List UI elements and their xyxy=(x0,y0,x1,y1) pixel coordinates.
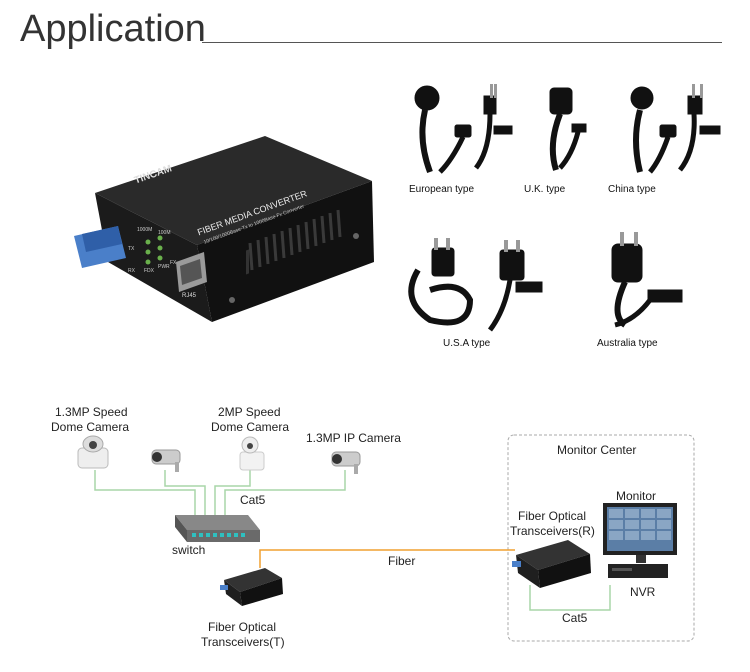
rj45-label: RJ45 xyxy=(182,293,197,299)
bullet-camera-1 xyxy=(151,449,181,472)
cat5-bottom-label: Cat5 xyxy=(562,611,588,625)
nvr-label: NVR xyxy=(630,585,656,599)
plug-label-european: European type xyxy=(409,184,475,195)
plug-label-usa: U.S.A type xyxy=(443,338,491,349)
led-label-fx: FX xyxy=(170,260,177,266)
monitor-device xyxy=(603,503,677,563)
switch-device xyxy=(175,515,260,542)
camera-2-label-line2: Dome Camera xyxy=(211,420,290,434)
camera-1-label-line1: 1.3MP Speed xyxy=(55,405,128,419)
speed-dome-camera-2 xyxy=(239,436,265,471)
cat5-top-label: Cat5 xyxy=(240,493,266,507)
led-label-pwr: PWR xyxy=(158,264,170,270)
title-rule xyxy=(202,42,722,43)
fiber-line xyxy=(259,549,515,568)
monitor-label: Monitor xyxy=(616,489,657,503)
switch-label: switch xyxy=(172,543,206,557)
led-label-rx: RX xyxy=(128,268,135,274)
led-label-tx: TX xyxy=(128,246,135,252)
monitor-center-label: Monitor Center xyxy=(557,443,637,457)
ip-camera xyxy=(331,451,361,474)
fiber-label: Fiber xyxy=(388,554,416,568)
transceiver-t-label-line1: Fiber Optical xyxy=(208,620,277,634)
monitor-center-box xyxy=(507,434,695,642)
transceiver-r-device xyxy=(512,540,591,588)
camera-1-label-line2: Dome Camera xyxy=(51,420,130,434)
plug-label-australia: Australia type xyxy=(597,338,658,349)
led-label-1000m: 1000M xyxy=(137,227,153,233)
plug-label-china: China type xyxy=(608,184,656,195)
led-label-fdx: FDX xyxy=(144,268,154,274)
cat5-lines xyxy=(94,468,611,611)
camera-2-label-line1: 2MP Speed xyxy=(218,405,281,419)
transceiver-r-label-line2: Transceivers(R) xyxy=(510,524,595,538)
speed-dome-camera-1 xyxy=(77,435,109,469)
page-title: Application xyxy=(20,8,206,50)
led-label-100m: 100M xyxy=(158,230,171,236)
transceiver-t-device xyxy=(220,568,283,606)
camera-3-label: 1.3MP IP Camera xyxy=(306,431,401,445)
transceiver-r-label-line1: Fiber Optical xyxy=(518,509,587,523)
transceiver-t-label-line2: Transceivers(T) xyxy=(201,635,285,649)
plug-label-uk: U.K. type xyxy=(524,184,566,195)
nvr-device xyxy=(608,564,668,578)
